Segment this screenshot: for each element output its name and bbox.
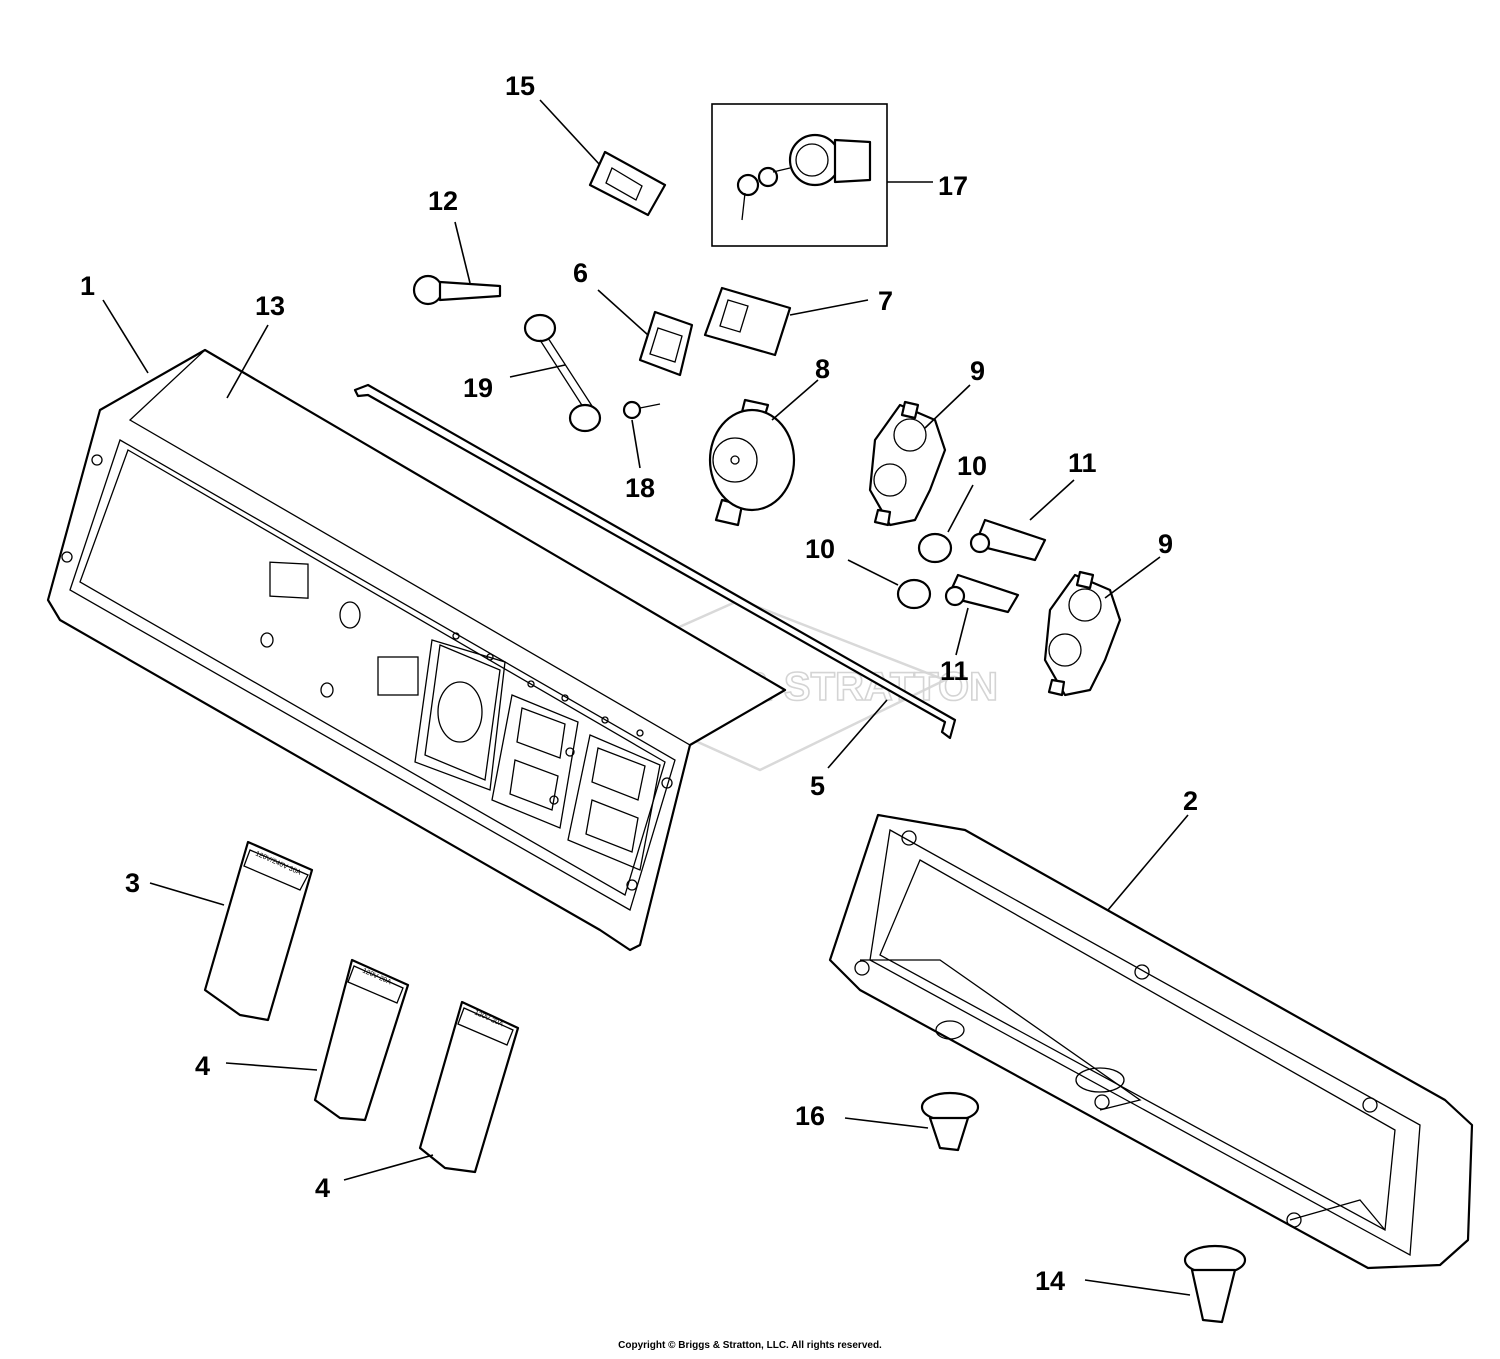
callout-17: 17 xyxy=(938,171,968,201)
part-5-rod xyxy=(353,383,957,740)
callout-2: 2 xyxy=(1183,786,1198,816)
part-15-hour-meter xyxy=(588,150,667,217)
callout-8: 8 xyxy=(815,354,830,384)
callout-11b: 11 xyxy=(940,656,969,686)
callout-13: 13 xyxy=(255,291,285,321)
callout-18: 18 xyxy=(625,473,655,503)
part-1-control-panel xyxy=(46,348,787,952)
part-10-button-a xyxy=(917,532,953,564)
callout-16: 16 xyxy=(795,1101,825,1131)
part-3-outlet-cover: 120V/240V 30A xyxy=(203,840,314,1022)
part-4-outlet-cover-a: 120V 20A xyxy=(313,958,410,1122)
callout-7: 7 xyxy=(878,286,893,316)
part-6-switch xyxy=(638,310,694,377)
callout-19: 19 xyxy=(463,373,493,403)
callout-6: 6 xyxy=(573,258,588,288)
callout-1: 1 xyxy=(80,271,95,301)
callout-12: 12 xyxy=(428,186,458,216)
callout-4a: 4 xyxy=(195,1051,210,1081)
copyright-notice: Copyright © Briggs & Stratton, LLC. All … xyxy=(618,1340,882,1351)
callout-14: 14 xyxy=(1035,1266,1065,1296)
part-7-rocker-switch xyxy=(703,286,792,357)
callout-10a: 10 xyxy=(957,451,987,481)
callout-10b: 10 xyxy=(805,534,835,564)
part-11-circuit-breaker-b xyxy=(944,573,1020,614)
callout-5: 5 xyxy=(810,771,825,801)
part-8-twist-lock-receptacle xyxy=(708,398,796,527)
part-14-grommet xyxy=(1183,1244,1247,1324)
part-19-cap-strap xyxy=(523,313,602,433)
leader-lines xyxy=(102,99,1191,1296)
callout-15: 15 xyxy=(505,71,535,101)
part-10-button-b xyxy=(896,578,932,610)
part-17-key-switch xyxy=(711,103,888,247)
part-4-outlet-cover-b: 120V 20A xyxy=(418,1000,520,1174)
callout-4b: 4 xyxy=(315,1173,330,1203)
part-9-duplex-receptacle-b xyxy=(1043,570,1122,697)
callouts: 1 13 2 3 4 4 5 6 7 8 9 9 10 10 11 11 12 … xyxy=(80,71,1198,1296)
part-9-duplex-receptacle-a xyxy=(868,400,947,527)
callout-9a: 9 xyxy=(970,356,985,386)
part-11-circuit-breaker-a xyxy=(969,518,1047,562)
callout-9b: 9 xyxy=(1158,529,1173,559)
part-16-grommet xyxy=(920,1091,980,1152)
callout-3: 3 xyxy=(125,868,140,898)
callout-11a: 11 xyxy=(1068,448,1097,478)
part-12-fuse-holder xyxy=(412,274,502,306)
part-18-component xyxy=(622,400,661,420)
part-2-control-box xyxy=(828,813,1474,1270)
